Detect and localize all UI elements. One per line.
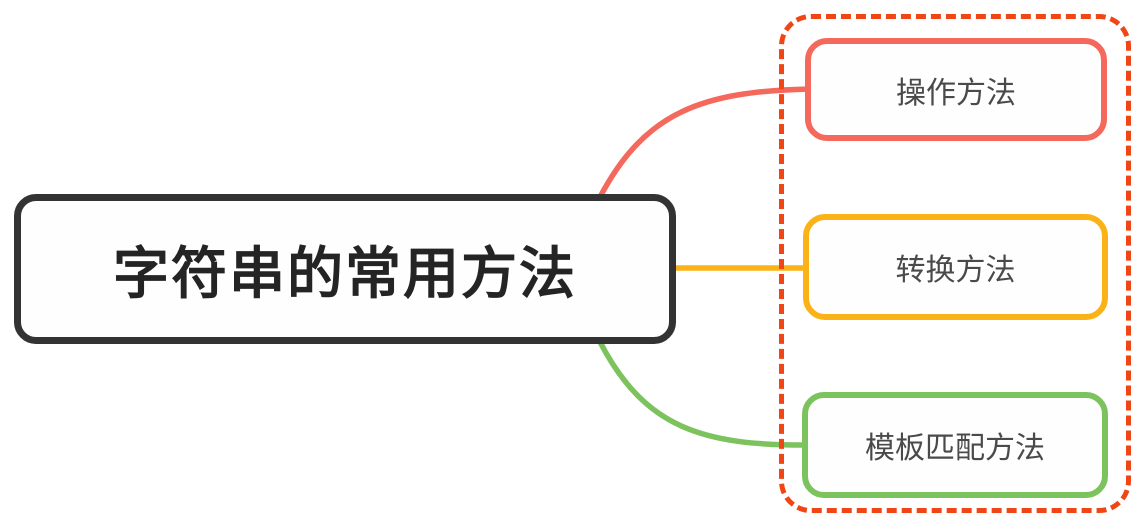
- connector-template: [597, 339, 815, 448]
- root-node-string-methods[interactable]: 字符串的常用方法: [14, 194, 676, 344]
- child-node-conversion-label: 转换方法: [895, 254, 1016, 287]
- child-node-template-matching-methods[interactable]: 模板匹配方法: [802, 392, 1108, 498]
- root-node-label: 字符串的常用方法: [113, 241, 577, 305]
- connector-operation: [597, 86, 815, 200]
- child-node-template-label: 模板匹配方法: [865, 432, 1045, 465]
- child-node-operation-methods[interactable]: 操作方法: [805, 38, 1107, 141]
- child-node-conversion-methods[interactable]: 转换方法: [803, 214, 1108, 320]
- children-group-outline: [779, 14, 1131, 513]
- child-node-operation-label: 操作方法: [896, 76, 1016, 110]
